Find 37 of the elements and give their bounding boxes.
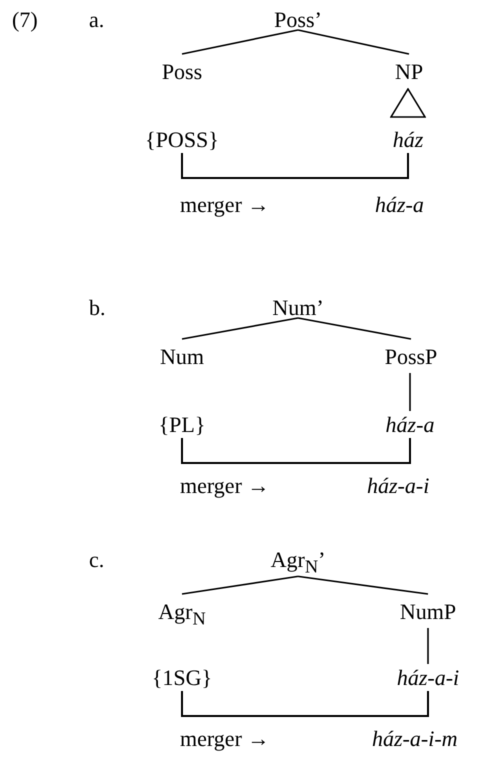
category-label: Num <box>160 345 204 369</box>
result-form: ház-a-i <box>367 474 430 498</box>
text-label: merger → <box>180 727 270 751</box>
category-label: NP <box>394 60 424 84</box>
tree-branch <box>182 317 298 340</box>
merger-bracket <box>181 438 411 464</box>
category-label: Agr$_{N}$ <box>158 600 206 630</box>
result-form: ház-a <box>375 193 424 217</box>
merger-bracket <box>181 153 409 179</box>
example-number: (7) <box>12 8 38 32</box>
tree-branch <box>298 576 428 595</box>
category-label: PossP <box>384 345 438 369</box>
text-label: b. <box>89 296 106 320</box>
category-label: Agr$_{N}$’ <box>270 548 326 578</box>
word-form: ház <box>392 128 424 152</box>
word-form: ház-a-i <box>396 666 460 690</box>
tree-branch <box>427 628 429 664</box>
text-label: merger → <box>180 193 270 217</box>
tree-branch <box>182 29 298 55</box>
tree-branch <box>409 373 411 411</box>
category-label: Poss <box>162 60 202 84</box>
text-label: merger → <box>180 474 270 498</box>
result-form: ház-a-i-m <box>372 727 458 751</box>
triangle-roof <box>390 88 426 118</box>
category-label: NumP <box>400 600 456 624</box>
word-form: ház-a <box>386 413 434 437</box>
category-label: Num’ <box>272 296 324 320</box>
category-label: Poss’ <box>274 8 322 32</box>
text-label: a. <box>89 8 104 32</box>
tree-branch <box>298 317 412 340</box>
feature-label: {1SG} <box>152 666 212 690</box>
tree-branch <box>182 576 298 595</box>
text-label: c. <box>89 548 104 572</box>
feature-label: {PL} <box>158 413 206 437</box>
feature-label: {POSS} <box>145 128 219 152</box>
merger-bracket <box>181 691 429 717</box>
tree-branch <box>298 29 410 55</box>
